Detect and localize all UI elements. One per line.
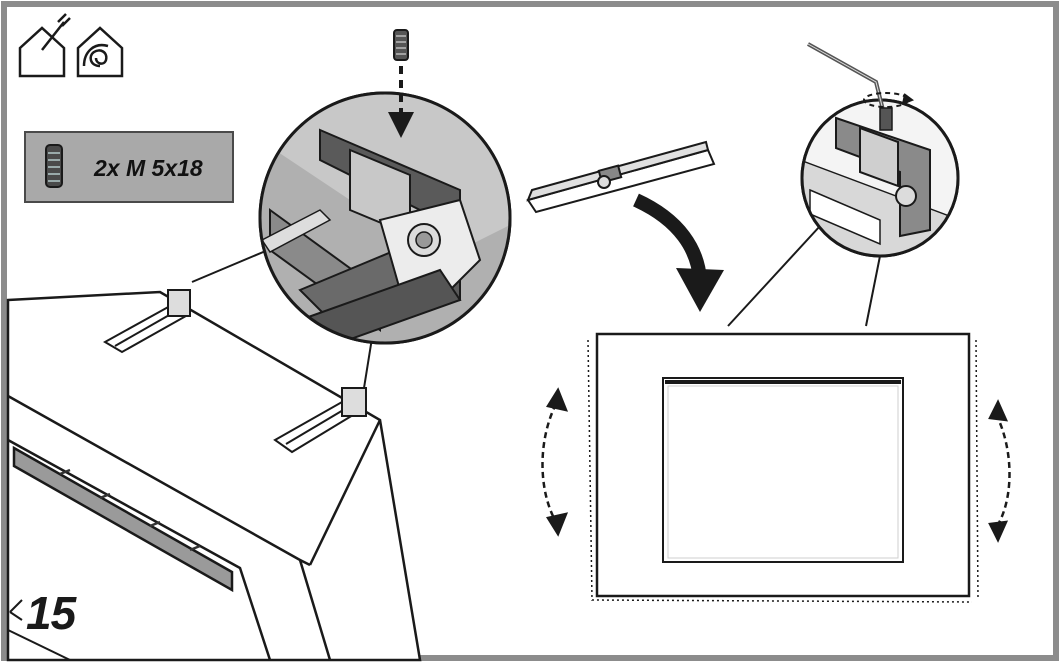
callout-lines-right [727,225,881,327]
edge-mark-icon [9,599,23,621]
spirit-level-icon [526,140,716,214]
hood-front-panel [587,332,979,603]
hood-body [6,290,422,662]
hood-bracket-right [273,387,367,454]
detail-magnifier-left [258,91,512,345]
house-drill-icon [18,13,71,78]
parts-quantity-label: 2x M 5x18 [94,155,203,181]
callout-lines-left [191,249,373,389]
step-number: 15 [26,587,76,639]
house-spiral-icon [76,26,124,78]
insert-down-arrow-icon [388,29,414,138]
screw-icon [45,144,63,188]
rotate-arrow-icon [541,387,1011,543]
parts-label-box: 2x M 5x18 [24,131,234,203]
hood-bracket-left [102,289,191,354]
curved-arrow-icon [632,193,724,312]
allen-key-icon [807,42,915,131]
